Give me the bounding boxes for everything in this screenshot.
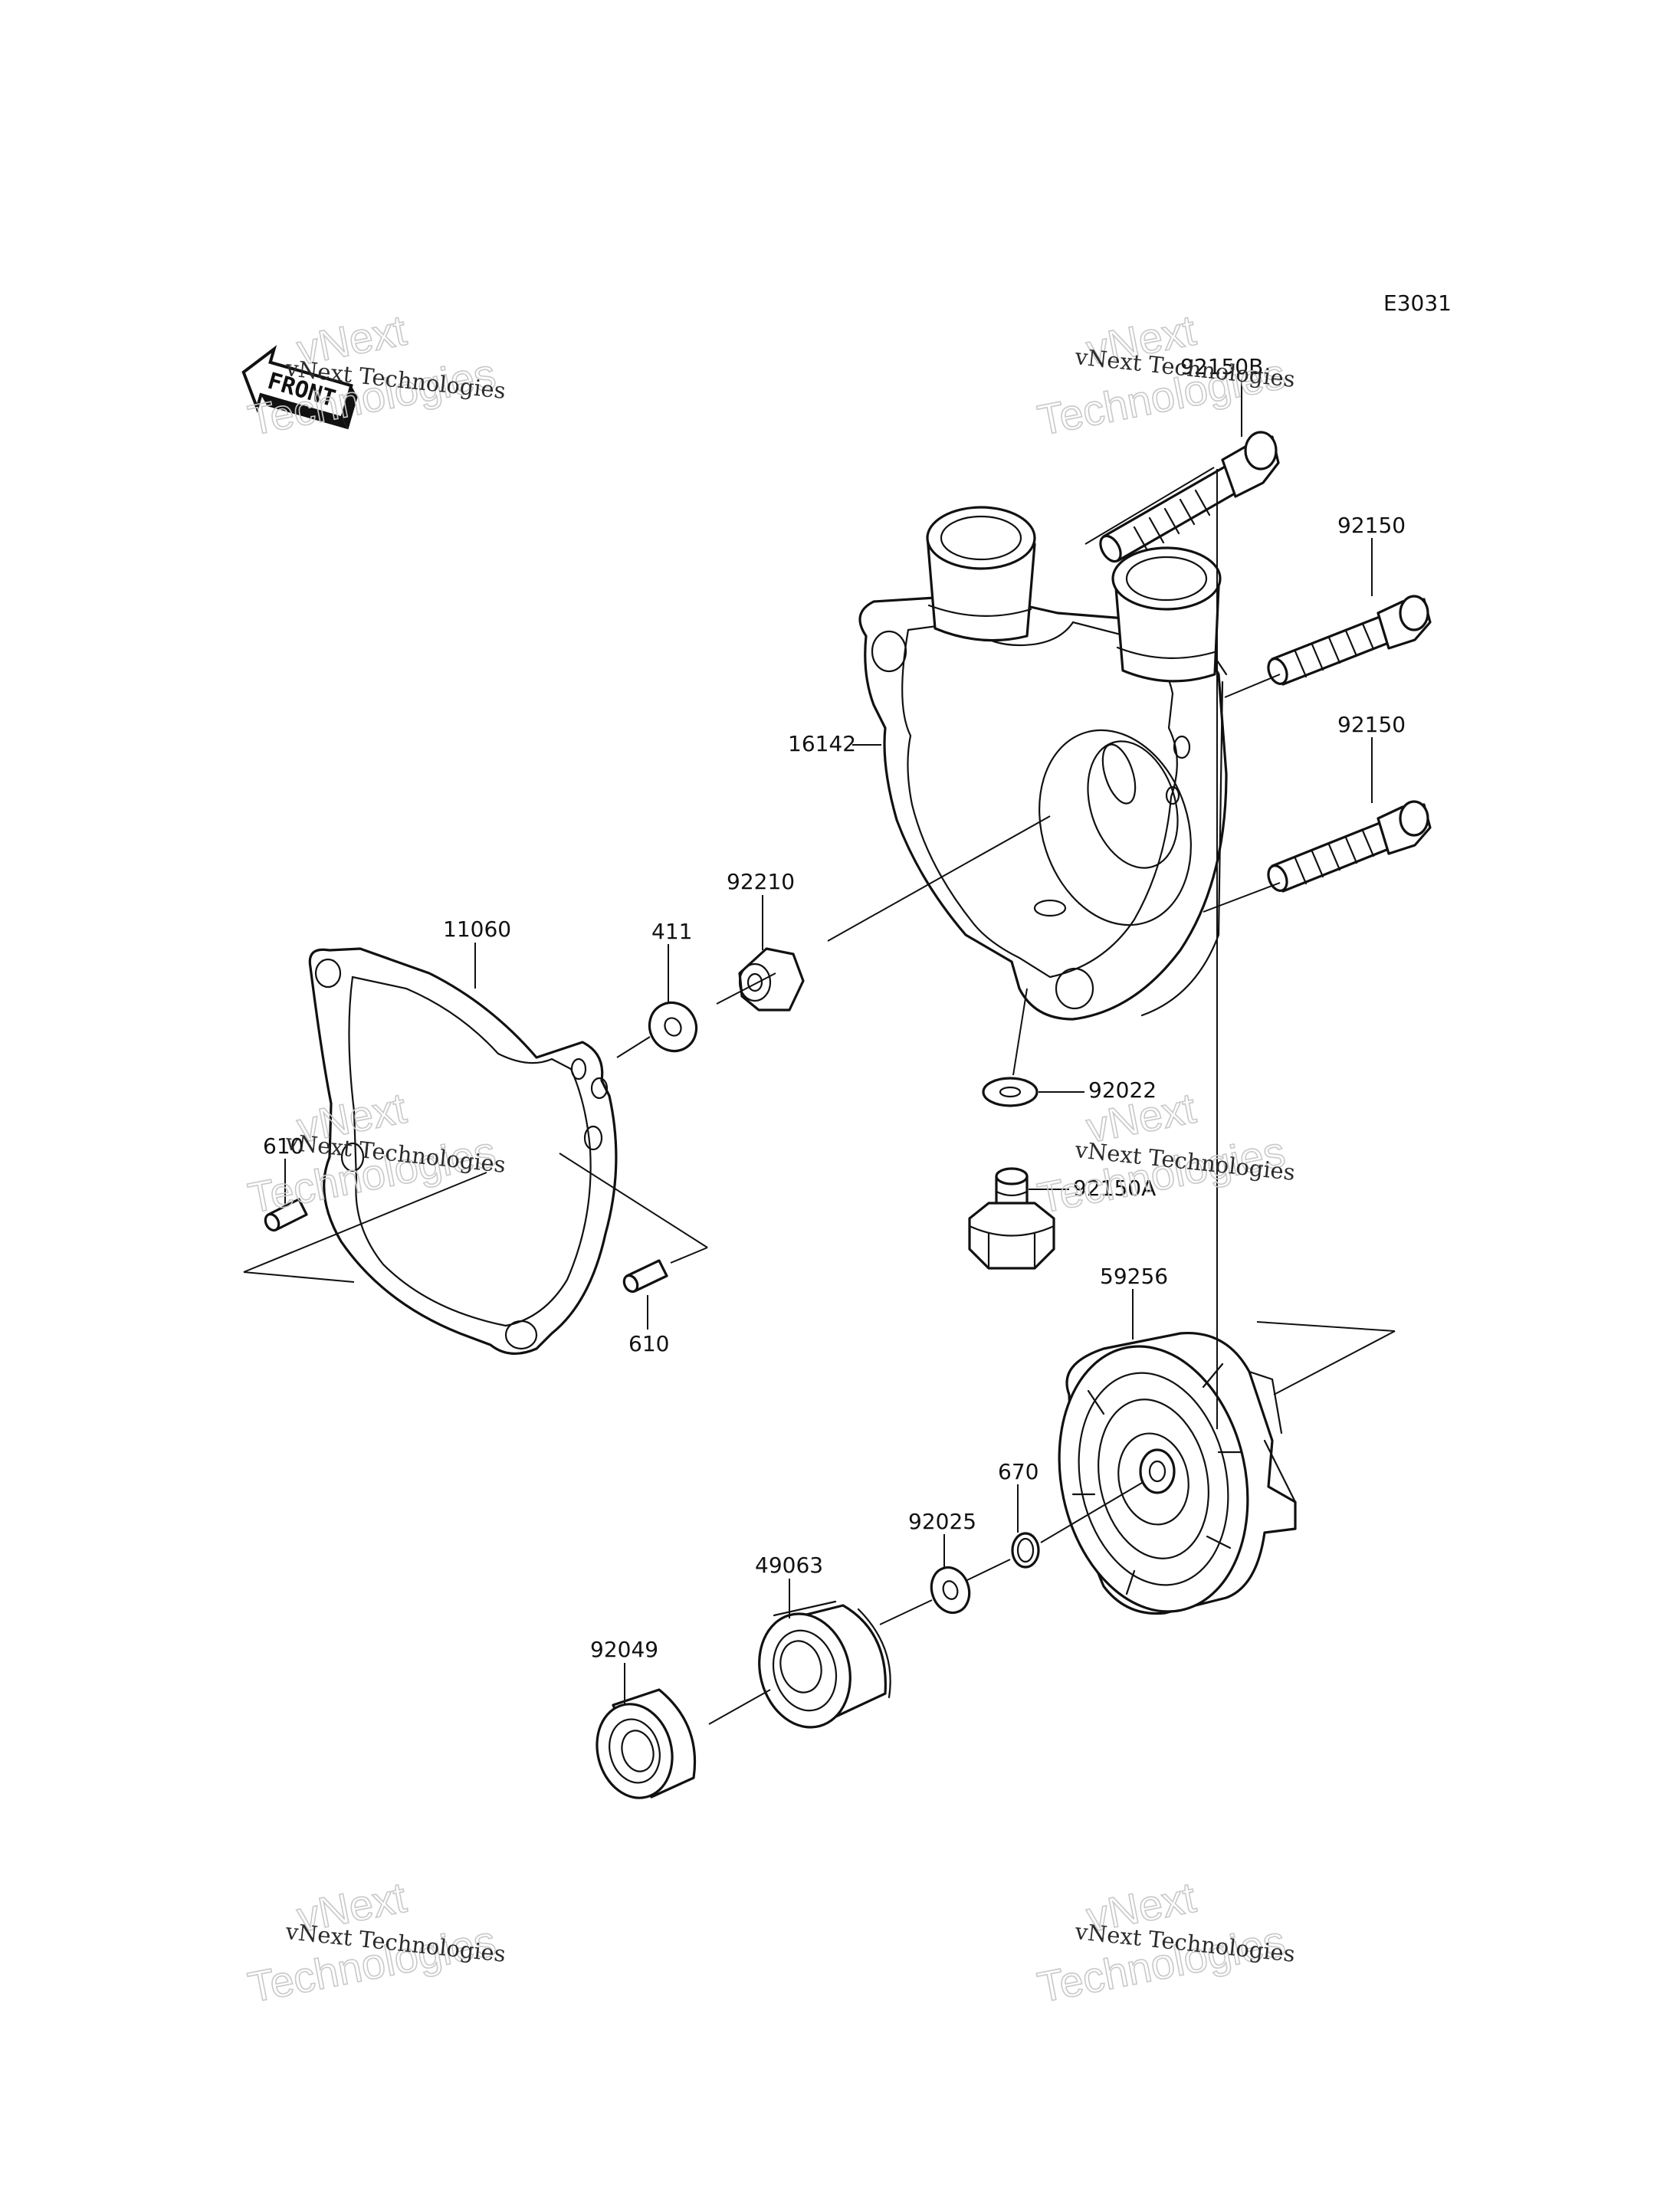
part-number-59256: 59256 [1100, 1264, 1168, 1289]
part-number-92150-lower: 92150 [1337, 712, 1406, 737]
washer-92025 [930, 1566, 971, 1615]
washer-92022 [982, 1077, 1039, 1107]
part-number-670: 670 [998, 1459, 1039, 1484]
label-92022: 92022 [1039, 1077, 1157, 1103]
watermark-bottom-right: vNext Technologies vNext Technologies [1033, 1872, 1296, 2012]
part-number-49063: 49063 [755, 1553, 823, 1578]
impeller-housing-59256 [1058, 1331, 1297, 1615]
bolt-92150-lower [1267, 800, 1432, 893]
label-610-bottom: 610 [628, 1295, 669, 1356]
watermark-bottom-left: vNext Technologies vNext Technologies [244, 1872, 507, 2012]
part-number-92049: 92049 [590, 1637, 658, 1662]
part-number-11060: 11060 [443, 917, 511, 942]
part-number-92025: 92025 [908, 1509, 976, 1534]
part-number-92150-upper: 92150 [1337, 513, 1406, 538]
pump-cover-16142 [858, 506, 1228, 1021]
label-92150-lower: 92150 [1337, 712, 1406, 803]
label-92150-upper: 92150 [1337, 513, 1406, 596]
part-number-92150a: 92150A [1073, 1176, 1156, 1201]
label-92049: 92049 [590, 1637, 658, 1705]
part-number-92150b: 92150B [1180, 354, 1263, 379]
label-92150b: 92150B [1180, 354, 1263, 437]
label-92025: 92025 [908, 1509, 976, 1568]
label-92210: 92210 [727, 869, 795, 950]
nut-92210 [738, 947, 805, 1012]
label-92150a: 92150A [1029, 1176, 1156, 1201]
dowel-pin-610-bottom [622, 1259, 668, 1294]
label-670: 670 [998, 1459, 1039, 1533]
o-ring-670 [1011, 1532, 1040, 1569]
label-16142: 16142 [788, 731, 881, 756]
dowel-pin-610-left [264, 1198, 308, 1232]
gasket-11060 [308, 947, 618, 1356]
label-411: 411 [651, 919, 692, 1004]
bolt-92150-upper [1267, 595, 1432, 686]
bolt-92150b [1099, 431, 1280, 563]
label-11060: 11060 [443, 917, 511, 989]
oil-seal-92049 [596, 1688, 697, 1799]
mechanical-seal-49063 [758, 1600, 891, 1729]
label-59256: 59256 [1100, 1264, 1168, 1340]
assembly-lines [243, 467, 1396, 1725]
watermark-top-right: vNext Technologies vNext Technologies [1033, 305, 1296, 445]
label-610-left: 610 [263, 1133, 304, 1205]
diagram-code: E3031 [1383, 290, 1452, 316]
drain-bolt-92150a [968, 1167, 1055, 1270]
part-number-92210: 92210 [727, 869, 795, 894]
washer-411 [648, 1001, 698, 1053]
part-number-92022: 92022 [1088, 1077, 1157, 1103]
label-49063: 49063 [755, 1553, 823, 1618]
part-number-610-left: 610 [263, 1133, 304, 1159]
part-number-610-bottom: 610 [628, 1331, 669, 1356]
part-number-16142: 16142 [788, 731, 856, 756]
part-number-411: 411 [651, 919, 692, 944]
